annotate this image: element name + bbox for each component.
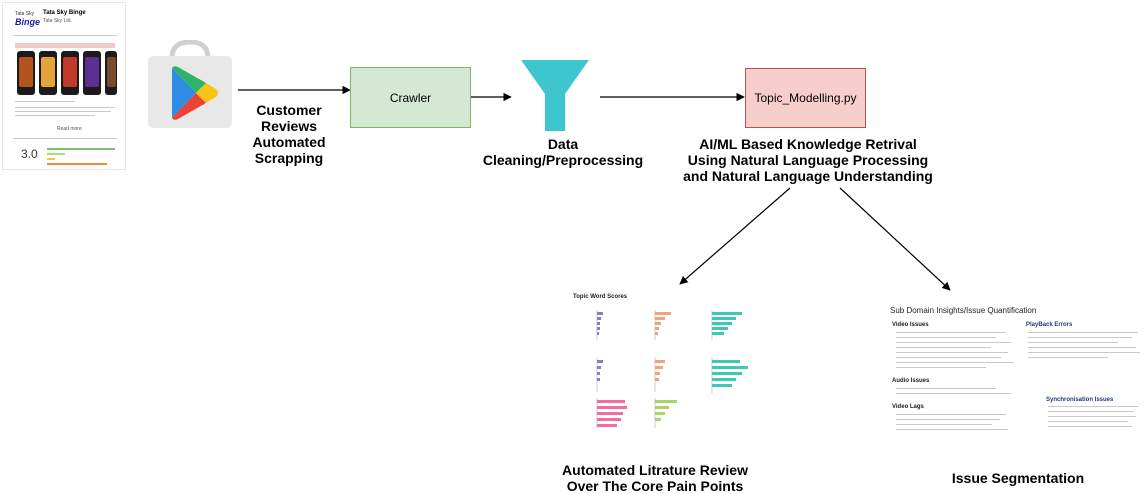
- google-play-icon: [148, 40, 232, 128]
- topic-chart-6: [711, 357, 748, 394]
- topic-chart-2: [654, 310, 671, 340]
- segmentation-label: Issue Segmentation: [951, 470, 1085, 486]
- screenshot-4: [83, 51, 101, 95]
- topic-chart-3: [711, 310, 742, 340]
- topic-chart-5: [654, 357, 665, 392]
- rating-bar-3: [47, 158, 55, 160]
- insights-section-video: Video Issues: [892, 322, 929, 328]
- reviews-label: Customer Reviews Automated Scrapping: [252, 102, 326, 166]
- screenshot-2: [39, 51, 57, 95]
- screenshot-5: [105, 51, 117, 95]
- insights-title: Sub Domain Insights/Issue Quantification: [890, 306, 1037, 315]
- topic-charts: [596, 310, 748, 428]
- play-store-screenshot: Tata Sky Binge Tata Sky Binge Tata Sky L…: [2, 2, 126, 170]
- topic-charts-title: Topic Word Scores: [573, 294, 628, 300]
- topic-chart-4: [596, 357, 603, 392]
- app-title: Tata Sky Binge: [43, 10, 86, 16]
- rating-value: 3.0: [21, 147, 38, 161]
- rating-bar-1: [47, 163, 107, 165]
- insights-section-sync: Synchronisation Issues: [1046, 397, 1114, 403]
- arrow-to-literature: [679, 187, 791, 285]
- insights-section-audio: Audio Issues: [892, 378, 930, 384]
- insights-section-lags: Video Lags: [892, 404, 924, 410]
- topic-modelling-box: Topic_Modelling.py: [745, 68, 866, 128]
- rating-bar-5: [47, 148, 115, 150]
- crawler-label: Crawler: [389, 90, 432, 105]
- insights-thumbnail: Sub Domain Insights/Issue Quantification…: [888, 303, 1143, 443]
- screenshot-1: [17, 51, 35, 95]
- topic-charts-thumbnail: Topic Word Scores: [567, 292, 767, 437]
- topic-chart-1: [596, 310, 603, 340]
- arrow-to-segmentation: [839, 187, 951, 291]
- screenshot-3: [61, 51, 79, 95]
- app-developer: Tata Sky Ltd.: [43, 18, 72, 24]
- rating-bar-4: [47, 153, 65, 155]
- literature-label: Automated Litrature Review Over The Core…: [562, 462, 748, 494]
- funnel-icon: [521, 60, 589, 131]
- app-logo: Tata Sky Binge: [15, 11, 41, 27]
- cleaning-label: Data Cleaning/Preprocessing: [482, 136, 644, 168]
- insights-section-playback: PlayBack Errors: [1026, 322, 1073, 328]
- aiml-label: AI/ML Based Knowledge Retrival Using Nat…: [683, 136, 933, 184]
- topic-chart-8: [654, 398, 677, 428]
- read-more-link[interactable]: Read more: [57, 126, 82, 132]
- topic-chart-7: [596, 398, 627, 428]
- topic-modelling-label: Topic_Modelling.py: [754, 91, 857, 105]
- crawler-box: Crawler: [350, 67, 471, 128]
